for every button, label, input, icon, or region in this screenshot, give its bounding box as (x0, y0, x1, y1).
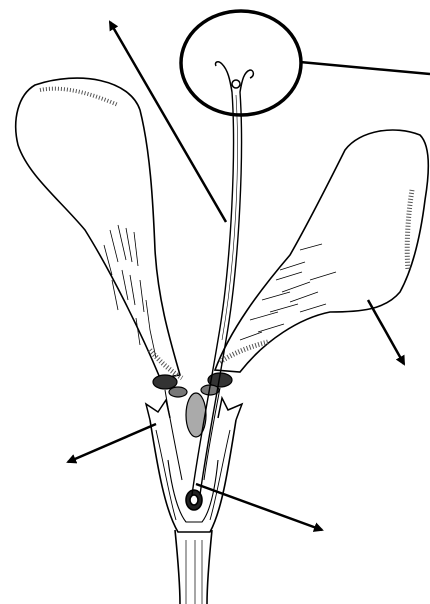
left-petal (16, 78, 182, 378)
ovary (150, 420, 236, 532)
arrow-to-right-petal (368, 300, 404, 364)
flower-stalk (175, 530, 212, 604)
stigma (215, 62, 253, 92)
arrow-to-sepal (68, 424, 156, 462)
stamens (153, 373, 232, 480)
right-petal (215, 130, 428, 372)
stigma-leader-line (300, 62, 430, 74)
anther-lower (186, 393, 206, 437)
